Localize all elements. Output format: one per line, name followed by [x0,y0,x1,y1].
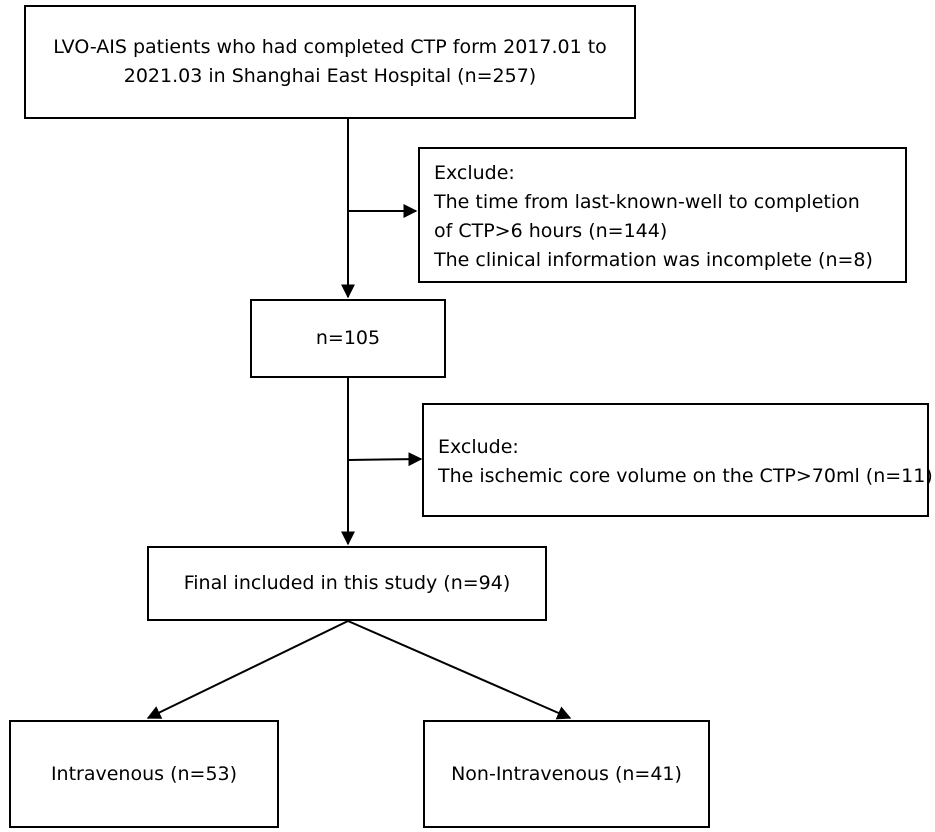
exclude-1-line-3: The clinical information was incomplete … [434,249,873,271]
final-box: Final included in this study (n=94) [147,546,547,621]
exclude-2-heading: Exclude: [438,436,519,458]
exclude-box-2: Exclude: The ischemic core volume on the… [422,403,933,517]
exclude-1-line-1: The time from last-known-well to complet… [434,191,860,213]
exclude-1-line-2: of CTP>6 hours (n=144) [434,220,668,242]
source-box: LVO-AIS patients who had completed CTP f… [24,5,636,119]
non-intravenous-box-label: Non-Intravenous (n=41) [451,762,682,785]
source-box-line-2: 2021.03 in Shanghai East Hospital (n=257… [123,65,537,87]
exclude-2-line-1: The ischemic core volume on the CTP>70ml… [438,465,933,487]
intravenous-box-label: Intravenous (n=53) [50,762,238,785]
source-box-line-1: LVO-AIS patients who had completed CTP f… [53,36,607,58]
non-intravenous-box: Non-Intravenous (n=41) [423,720,710,828]
exclude-1-heading: Exclude: [434,162,515,184]
arrow-to-exclude-2 [347,452,423,467]
middle-box: n=105 [250,299,446,378]
exclude-box-1: Exclude: The time from last-known-well t… [418,147,907,283]
intravenous-box: Intravenous (n=53) [9,720,279,828]
arrow-final-to-intravenous [146,620,349,719]
final-box-label: Final included in this study (n=94) [183,572,511,594]
middle-box-label: n=105 [315,327,381,349]
arrow-final-to-non-intravenous [347,620,572,720]
